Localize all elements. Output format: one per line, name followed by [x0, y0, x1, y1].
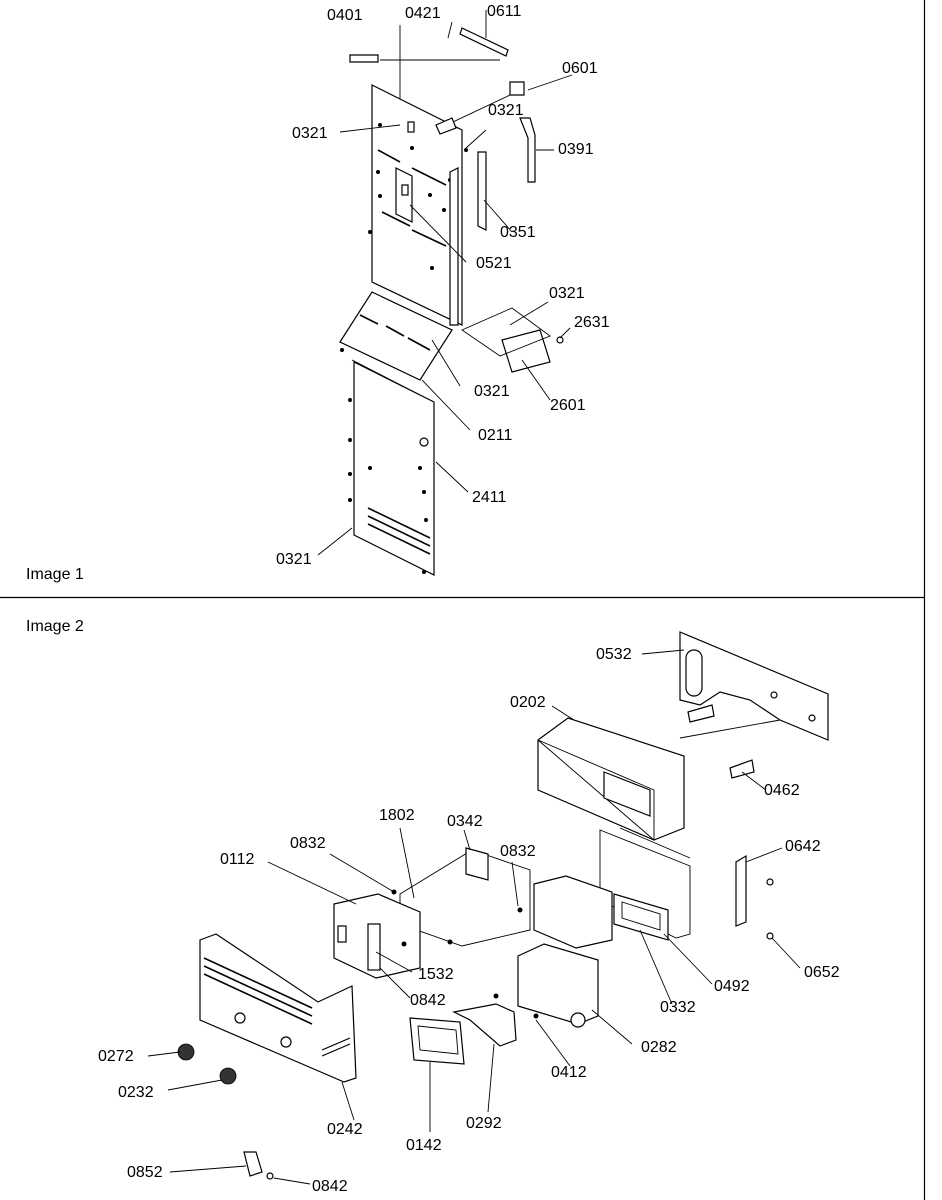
part-0282-shape	[517, 943, 599, 1025]
part-0142-shape	[409, 1017, 465, 1065]
callout-0832-b: 0832	[500, 843, 536, 860]
callout-2411: 2411	[472, 489, 507, 506]
callout-0412: 0412	[551, 1064, 587, 1081]
callout-0462: 0462	[764, 782, 800, 799]
callout-0321-d: 0321	[474, 383, 510, 400]
part-0611-shape	[459, 27, 509, 57]
callout-0391: 0391	[558, 141, 594, 158]
callout-0342: 0342	[447, 813, 483, 830]
part-0532-shape	[679, 631, 829, 741]
callout-0652: 0652	[804, 964, 840, 981]
callout-1802: 1802	[379, 807, 415, 824]
callout-0421: 0421	[405, 5, 441, 22]
callout-2631: 2631	[574, 314, 610, 331]
part-0601-shape	[509, 81, 525, 96]
part-0642-shape	[735, 854, 747, 927]
callout-0272: 0272	[98, 1048, 134, 1065]
callout-0642: 0642	[785, 838, 821, 855]
part-0852-shape	[243, 1151, 263, 1177]
part-0462-shape-b	[729, 759, 755, 779]
callout-0601: 0601	[562, 60, 598, 77]
callout-0492: 0492	[714, 978, 750, 995]
part-0332-shape	[533, 875, 613, 949]
callout-0321-b: 0321	[488, 102, 524, 119]
callout-0232: 0232	[118, 1084, 154, 1101]
callout-0842-a: 0842	[410, 992, 446, 1009]
callout-0321-e: 0321	[276, 551, 312, 568]
image1-drawing	[317, 10, 573, 576]
callout-0521: 0521	[476, 255, 512, 272]
callout-0112: 0112	[220, 851, 255, 868]
callout-0852: 0852	[127, 1164, 163, 1181]
callout-0321-a: 0321	[292, 125, 328, 142]
callout-0242: 0242	[327, 1121, 363, 1138]
callout-0532: 0532	[596, 646, 632, 663]
callout-0292: 0292	[466, 1115, 502, 1132]
part-0391-shape	[519, 117, 536, 183]
part-0462-shape-a	[687, 704, 715, 723]
callout-0351: 0351	[500, 224, 536, 241]
part-0211-shape	[339, 291, 453, 381]
callout-0842-b: 0842	[312, 1178, 348, 1195]
callout-0332: 0332	[660, 999, 696, 1016]
part-0351-shape	[477, 151, 487, 231]
callout-0202: 0202	[510, 694, 546, 711]
callout-0211: 0211	[478, 427, 513, 444]
part-0292-shape	[452, 1003, 517, 1047]
part-0401-shape	[349, 54, 379, 63]
callout-2601: 2601	[550, 397, 586, 414]
image2-drawing	[147, 631, 829, 1185]
callout-0142: 0142	[406, 1137, 442, 1154]
part-2411-shape	[353, 361, 435, 576]
callout-0321-c: 0321	[549, 285, 585, 302]
part-main-panel-shape	[371, 84, 463, 326]
callout-0282: 0282	[641, 1039, 677, 1056]
callout-0832-a: 0832	[290, 835, 326, 852]
image1-label: Image 1	[26, 566, 84, 583]
image2-label: Image 2	[26, 618, 84, 635]
callout-1532: 1532	[418, 966, 454, 983]
part-0272-shape	[177, 1043, 195, 1061]
callout-0401: 0401	[327, 7, 363, 24]
callout-0611: 0611	[487, 3, 522, 20]
part-0232-shape	[219, 1067, 237, 1085]
